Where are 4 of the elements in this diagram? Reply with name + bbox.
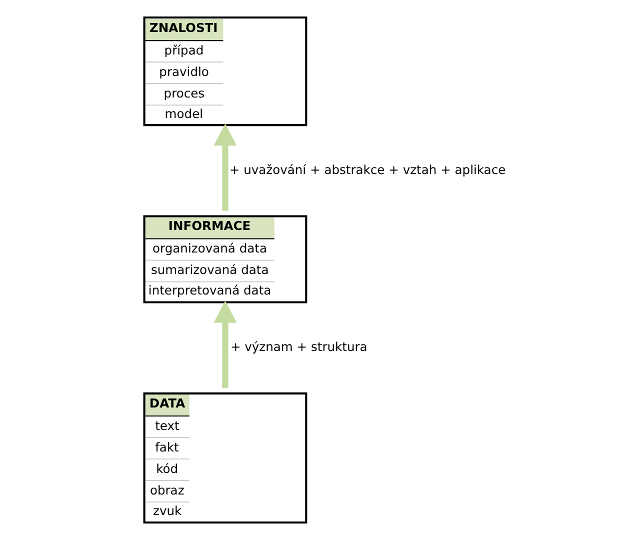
arrow xyxy=(213,124,236,211)
edge-label: + význam + struktura xyxy=(230,340,367,354)
edge-label: + uvažování + abstrakce + vztah + aplikace xyxy=(228,162,506,177)
arrow xyxy=(213,300,236,388)
